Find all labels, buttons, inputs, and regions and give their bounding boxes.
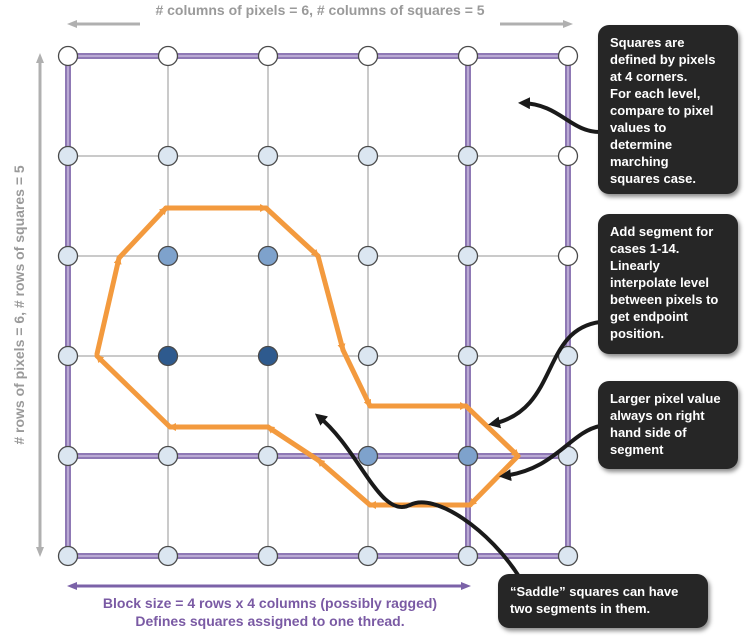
pixel-node: [57, 545, 79, 567]
contour-segment: [315, 457, 373, 508]
contour-segment: [94, 255, 122, 357]
pixel-node: [457, 45, 479, 67]
pixel-node: [257, 445, 279, 467]
pixel-nodes: [57, 45, 579, 567]
pixel-node: [57, 245, 79, 267]
pixel-node: [57, 445, 79, 467]
contour-segment: [94, 353, 173, 430]
callout-larger-value: Larger pixel value always on right hand …: [598, 381, 738, 469]
pixel-node: [257, 545, 279, 567]
contour-segment: [463, 403, 521, 459]
pixel-node: [557, 545, 579, 567]
callout-squares-definition: Squares are defined by pixels at 4 corne…: [598, 25, 738, 194]
pixel-node: [57, 345, 79, 367]
squares-pointer: [518, 97, 601, 134]
pixel-node: [357, 145, 379, 167]
pixel-node: [457, 545, 479, 567]
pixel-node: [57, 45, 79, 67]
saddle-pointer: [314, 413, 522, 580]
callout-pointers: [314, 97, 601, 580]
contour-segment: [263, 205, 321, 259]
pixel-node: [57, 145, 79, 167]
pixel-node: [157, 445, 179, 467]
pixel-node: [157, 45, 179, 67]
pixel-node: [357, 345, 379, 367]
columns-label: # columns of pixels = 6, # columns of sq…: [155, 2, 484, 18]
pixel-node: [257, 145, 279, 167]
pixel-node: [457, 345, 479, 367]
contour-segments: [94, 204, 521, 509]
pixel-node: [357, 245, 379, 267]
pixel-node: [557, 245, 579, 267]
pixel-node: [157, 345, 179, 367]
rows-label: # rows of pixels = 6, # rows of squares …: [11, 165, 27, 445]
pixel-node: [257, 245, 279, 267]
contour-segment: [467, 453, 521, 508]
pixel-node: [457, 445, 479, 467]
pixel-node: [557, 45, 579, 67]
block-size-line1: Block size = 4 rows x 4 columns (possibl…: [102, 595, 438, 611]
contour-segment: [340, 347, 373, 409]
pixel-node: [357, 545, 379, 567]
callout-squares-text: Squares are defined by pixels at 4 corne…: [610, 35, 716, 186]
callout-larger-text: Larger pixel value always on right hand …: [610, 391, 721, 457]
pixel-node: [157, 245, 179, 267]
larger-pointer: [499, 424, 601, 482]
pixel-node: [157, 145, 179, 167]
pixel-node: [457, 245, 479, 267]
pixel-node: [157, 545, 179, 567]
pixel-node: [357, 45, 379, 67]
pixel-node: [557, 145, 579, 167]
callout-segment-text: Add segment for cases 1-14. Linearly int…: [610, 224, 719, 341]
pixel-node: [457, 145, 479, 167]
pixel-node: [257, 345, 279, 367]
contour-segment: [116, 205, 169, 261]
callout-saddle: “Saddle” squares can have two segments i…: [498, 574, 708, 628]
thread-block-borders: [65, 53, 571, 559]
callout-saddle-text: “Saddle” squares can have two segments i…: [510, 584, 679, 616]
pixel-node: [257, 45, 279, 67]
pixel-node: [357, 445, 379, 467]
contour-segment: [315, 253, 346, 353]
block-size-caption: Block size = 4 rows x 4 columns (possibl…: [80, 595, 460, 631]
callout-add-segment: Add segment for cases 1-14. Linearly int…: [598, 214, 738, 354]
segment-pointer: [488, 320, 601, 429]
contour-segment: [265, 424, 321, 463]
block-size-line2: Defines squares assigned to one thread.: [135, 613, 405, 629]
